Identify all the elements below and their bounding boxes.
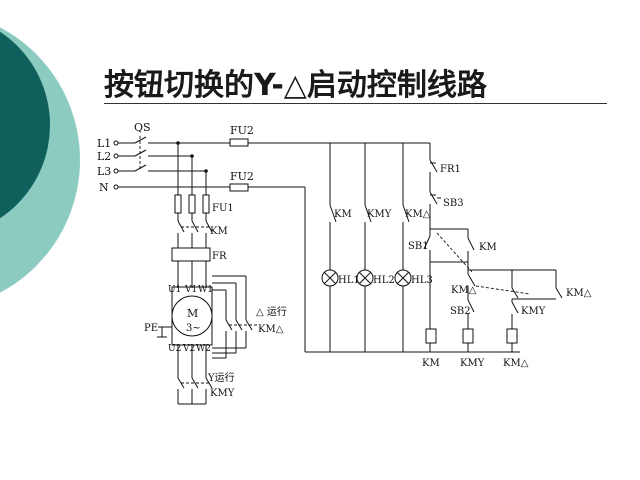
label-u1: U1 bbox=[168, 285, 181, 295]
label-fr: FR bbox=[212, 251, 227, 262]
label-km-delta-nc: KM△ bbox=[451, 285, 477, 296]
thermal-relay-fr bbox=[171, 247, 211, 262]
power-circuit: FU1 KM FR M 3~ U1 V1 W1 U2 V2 W2 PE bbox=[144, 141, 287, 405]
label-pe: PE bbox=[144, 323, 158, 334]
label-motor-3: 3~ bbox=[186, 323, 201, 334]
label-coil-kmy: KMY bbox=[460, 358, 485, 369]
decor-circle-dark bbox=[0, 31, 50, 219]
label-u2: U2 bbox=[168, 344, 181, 354]
label-coil-km: KM bbox=[422, 358, 440, 369]
label-qs: QS bbox=[134, 121, 151, 134]
fuse-fu1-b bbox=[188, 194, 196, 214]
label-kmdelta-lamp-contact: KM△ bbox=[405, 209, 431, 220]
supply-lines: L1 L2 L3 N bbox=[97, 137, 135, 194]
label-w1: W1 bbox=[198, 285, 213, 295]
title-underline bbox=[104, 103, 607, 104]
label-km-delta-power: KM△ bbox=[258, 324, 284, 335]
fuse-fu1-c bbox=[202, 194, 210, 214]
control-circuit: FR1 SB3 SB1 KM KM△ KM△ SB2 bbox=[408, 143, 592, 369]
lamp-hl3 bbox=[394, 269, 412, 287]
label-l3: L3 bbox=[97, 165, 111, 178]
label-fu2-bottom: FU2 bbox=[230, 170, 254, 183]
label-sb3: SB3 bbox=[443, 198, 464, 209]
label-km-main: KM bbox=[210, 226, 228, 237]
label-km-y-nc: KMY bbox=[521, 306, 546, 317]
label-km-lamp-contact: KM bbox=[334, 209, 352, 220]
coil-kmdelta bbox=[506, 328, 518, 344]
label-fu2-top: FU2 bbox=[230, 124, 254, 137]
label-l1: L1 bbox=[97, 137, 111, 150]
label-fu1: FU1 bbox=[212, 203, 234, 214]
fuse-fu2-top bbox=[229, 138, 249, 147]
label-l2: L2 bbox=[97, 150, 111, 163]
label-hl1: HL1 bbox=[338, 275, 360, 286]
label-n: N bbox=[99, 181, 109, 194]
label-sb2: SB2 bbox=[450, 306, 471, 317]
label-w2: W2 bbox=[196, 344, 211, 354]
label-hl2: HL2 bbox=[373, 275, 395, 286]
label-coil-kmdelta: KM△ bbox=[503, 358, 529, 369]
label-delta-run: △ 运行 bbox=[256, 305, 287, 318]
slide-title: 按钮切换的Y-△启动控制线路 bbox=[104, 68, 487, 103]
label-sb1: SB1 bbox=[408, 241, 429, 252]
label-km-y-power: KMY bbox=[210, 388, 235, 399]
coil-km bbox=[425, 328, 437, 344]
fuse-fu1-a bbox=[174, 194, 182, 214]
switch-qs: QS bbox=[134, 121, 230, 188]
label-hl3: HL3 bbox=[411, 275, 433, 286]
lamp-hl1 bbox=[321, 269, 339, 287]
coil-kmy bbox=[462, 328, 474, 344]
label-y-run: Y运行 bbox=[207, 371, 235, 384]
label-kmy-lamp-contact: KMY bbox=[367, 209, 392, 220]
label-v1: V1 bbox=[184, 285, 197, 295]
label-motor-m: M bbox=[187, 307, 198, 320]
lamp-branches: KM KMY KM△ HL1 HL2 HL3 bbox=[321, 143, 433, 352]
label-v2: V2 bbox=[182, 344, 195, 354]
label-km-hold: KM bbox=[479, 242, 497, 253]
control-supply: FU2 FU2 bbox=[178, 124, 520, 353]
fuse-fu2-bottom bbox=[229, 183, 249, 192]
label-fr1: FR1 bbox=[440, 164, 461, 175]
label-km-delta-hold: KM△ bbox=[566, 288, 592, 299]
